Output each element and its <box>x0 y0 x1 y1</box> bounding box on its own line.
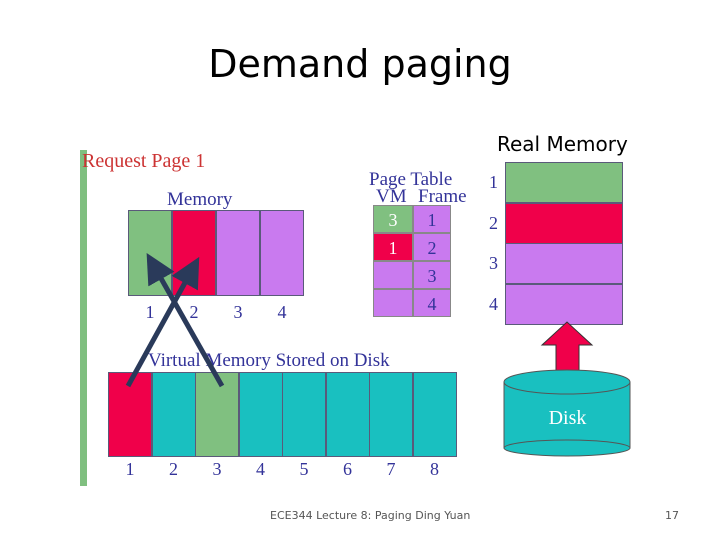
page-table-vm-cell: 1 <box>373 233 413 261</box>
disk-page-number: 6 <box>343 459 352 479</box>
disk-page-number: 8 <box>430 459 439 479</box>
disk-top <box>503 369 631 395</box>
memory-frame-number: 3 <box>233 302 243 322</box>
page-table-frame-cell: 2 <box>413 233 451 261</box>
real-memory-frame <box>505 162 623 203</box>
memory-frame-number: 1 <box>145 302 155 322</box>
page-number: 17 <box>665 509 679 522</box>
disk-page <box>412 372 457 457</box>
memory-frame <box>216 210 260 296</box>
disk-page <box>325 372 370 457</box>
page-table-frame-cell: 1 <box>413 205 451 233</box>
left-accent-bar <box>80 150 87 486</box>
real-memory-label: Real Memory <box>497 132 628 156</box>
disk-bottom <box>503 439 631 457</box>
disk-page-number: 5 <box>299 459 309 479</box>
page-table-vm-cell <box>373 261 413 289</box>
real-memory-frame-number: 4 <box>489 293 498 314</box>
real-memory-frame-number: 1 <box>489 172 498 192</box>
disk-to-memory-arrow <box>540 321 594 376</box>
real-memory-frame-number: 3 <box>489 253 498 273</box>
memory-label: Memory <box>167 189 233 210</box>
arrow-page3-to-frame1 <box>146 252 225 388</box>
page-table-frame-header: Frame <box>418 186 467 207</box>
memory-frame-number: 2 <box>189 302 199 322</box>
page-table-vm-cell: 3 <box>373 205 413 233</box>
page-table-frame-cell: 3 <box>413 261 451 289</box>
request-label: Request Page 1 <box>82 150 206 172</box>
disk-page-number: 2 <box>169 459 178 479</box>
page-table-frame-cell: 4 <box>413 289 451 317</box>
disk-page-number: 3 <box>212 459 222 479</box>
slide-title: Demand paging <box>208 42 512 86</box>
page-table-title: Page Table <box>369 169 453 190</box>
memory-frame <box>260 210 304 296</box>
disk-page-number: 1 <box>125 459 135 479</box>
disk-label: Disk <box>548 407 587 429</box>
disk-page <box>151 372 196 457</box>
disk-page-number: 4 <box>256 459 265 479</box>
real-memory-frame-number: 2 <box>489 212 498 233</box>
real-memory-frame <box>505 243 623 284</box>
page-table-vm-cell <box>373 289 413 317</box>
disk-page <box>282 372 326 457</box>
disk-page-number: 7 <box>386 459 396 479</box>
arrow-page1-to-frame2 <box>125 256 200 388</box>
memory-frame-number: 4 <box>277 302 287 322</box>
footer-text: ECE344 Lecture 8: Paging Ding Yuan <box>270 509 471 522</box>
real-memory-frame <box>505 202 623 244</box>
page-table-vm-header: VM <box>376 186 407 207</box>
real-memory-frame <box>505 283 623 325</box>
